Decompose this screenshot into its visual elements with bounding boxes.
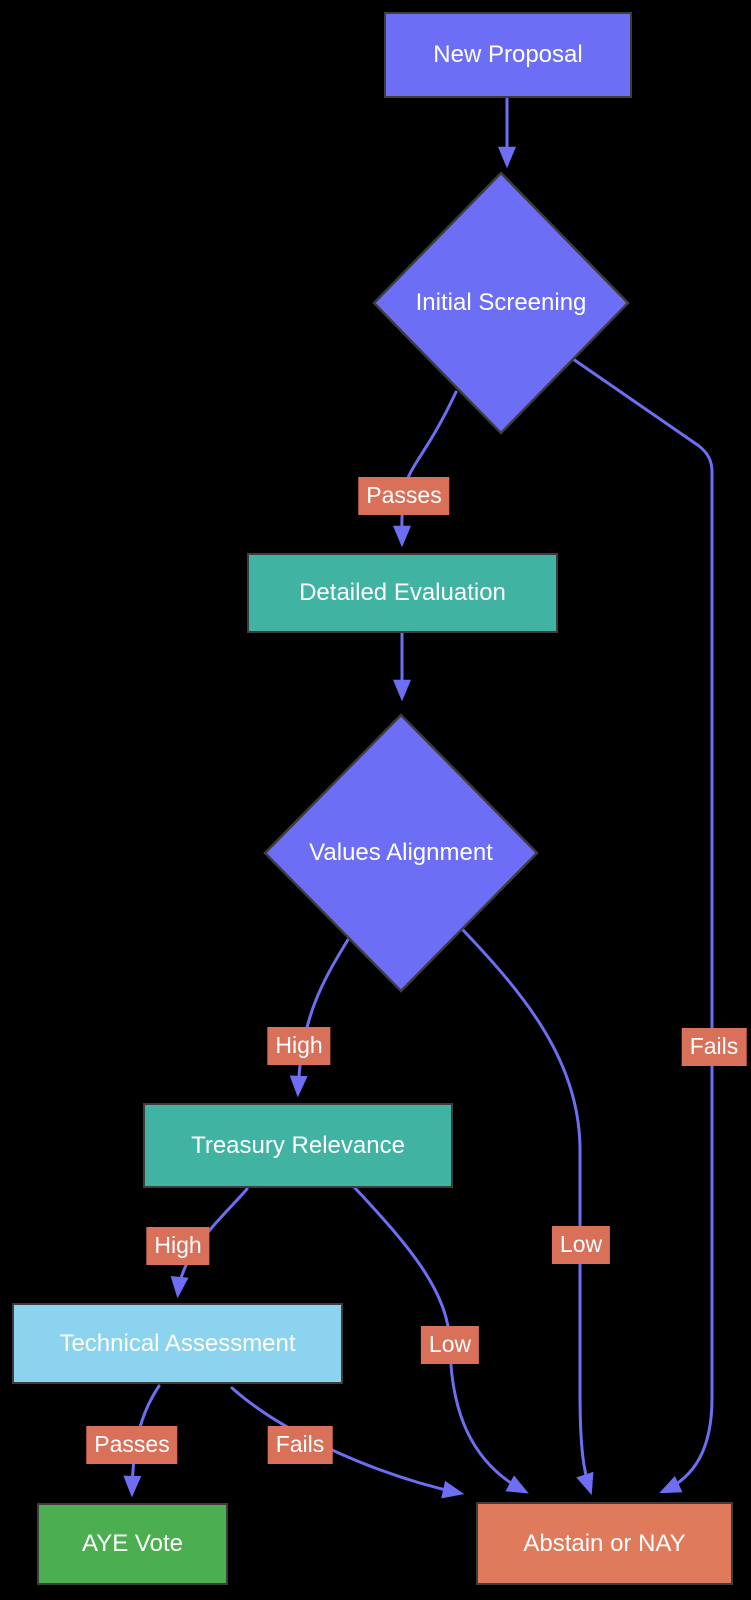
node-technical-assessment-label: Technical Assessment bbox=[59, 1329, 296, 1357]
edge-label-high-values: High bbox=[267, 1027, 331, 1065]
node-values-alignment-label: Values Alignment bbox=[309, 839, 493, 866]
edge-technical-assessment-to-abstain bbox=[230, 1386, 465, 1499]
edge-label-high-treasury: High bbox=[146, 1227, 210, 1265]
edge-initial-screening-to-detailed-evaluation bbox=[392, 390, 458, 548]
node-technical-assessment: Technical Assessment bbox=[12, 1303, 343, 1384]
edge-label-fails-technical: Fails bbox=[267, 1426, 333, 1464]
node-initial-screening-label: Initial Screening bbox=[415, 289, 587, 316]
edge-label-low-treasury: Low bbox=[420, 1326, 480, 1364]
edge-initial-screening-to-abstain bbox=[571, 357, 714, 1494]
node-values-alignment bbox=[263, 713, 539, 993]
node-aye-vote: AYE Vote bbox=[37, 1503, 228, 1585]
node-detailed-evaluation-label: Detailed Evaluation bbox=[299, 579, 506, 606]
edge-label-passes-initial: Passes bbox=[358, 477, 450, 515]
node-treasury-relevance-label: Treasury Relevance bbox=[191, 1131, 405, 1159]
node-new-proposal-label: New Proposal bbox=[433, 41, 583, 68]
node-treasury-relevance: Treasury Relevance bbox=[143, 1103, 453, 1188]
node-new-proposal: New Proposal bbox=[384, 12, 632, 98]
node-initial-screening bbox=[372, 171, 630, 435]
node-abstain-or-nay: Abstain or NAY bbox=[476, 1502, 733, 1585]
node-abstain-or-nay-label: Abstain or NAY bbox=[523, 1529, 686, 1557]
edge-label-fails-initial: Fails bbox=[681, 1028, 747, 1066]
edge-values-alignment-to-abstain bbox=[460, 927, 594, 1496]
node-detailed-evaluation: Detailed Evaluation bbox=[247, 553, 558, 633]
edge-label-passes-technical: Passes bbox=[86, 1426, 178, 1464]
edge-label-low-values: Low bbox=[551, 1226, 611, 1264]
edge-values-alignment-to-treasury-relevance bbox=[289, 936, 351, 1098]
node-aye-vote-label: AYE Vote bbox=[82, 1530, 183, 1557]
